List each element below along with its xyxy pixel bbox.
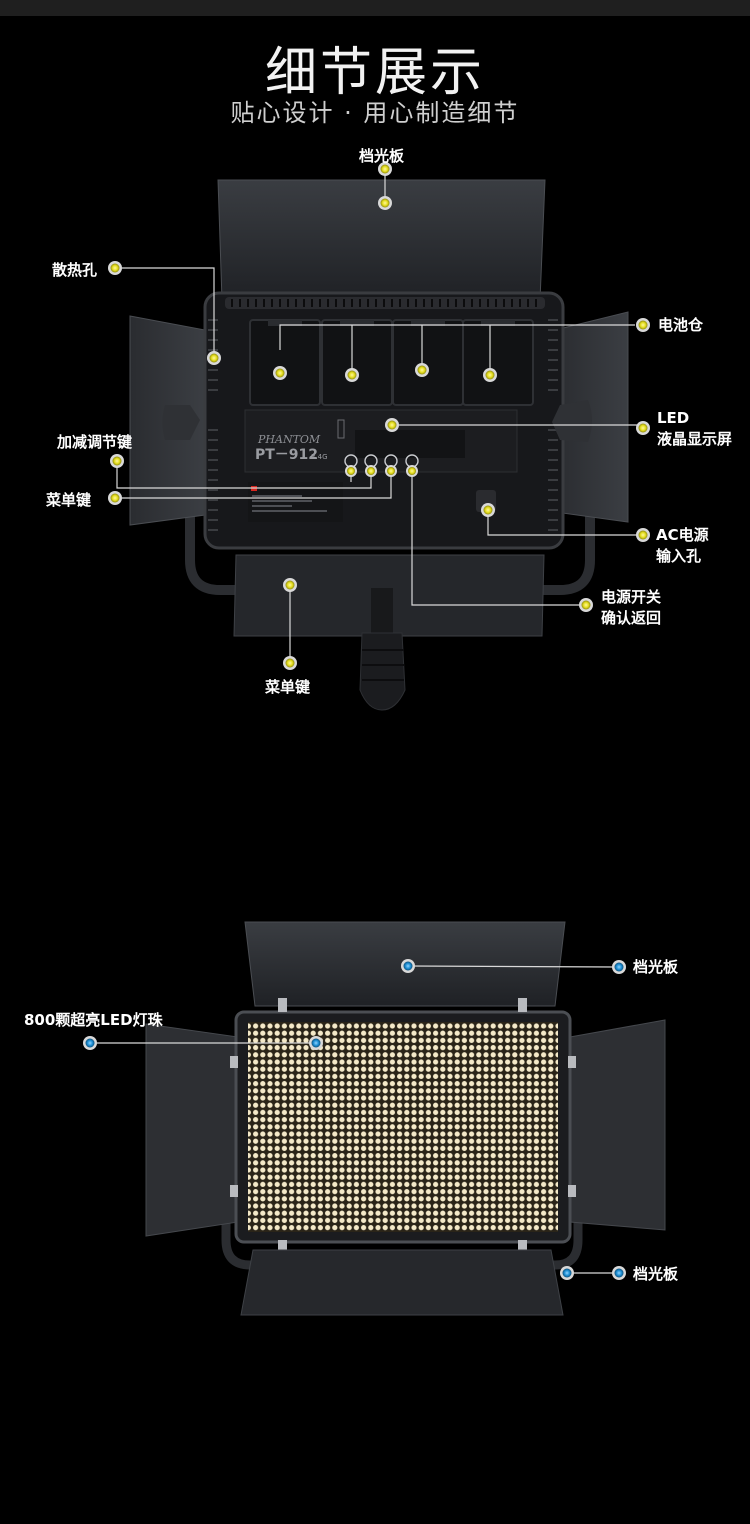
back-view-illustration: PHANTOM PT－912 2.4G [108, 162, 650, 711]
label-front-barn-door-top: 档光板 [633, 958, 679, 976]
battery-bays [249, 319, 534, 406]
vent-slots-left [208, 319, 218, 531]
label-front-barn-door-bottom: 档光板 [633, 1265, 679, 1283]
front-barn-door-left [145, 1023, 239, 1237]
callout-markers [108, 162, 650, 670]
front-view: 档光板 800颗超亮LED灯珠 档光板 [0, 900, 750, 1340]
front-barn-door-right [569, 1019, 666, 1231]
front-barn-door-bottom [240, 1249, 564, 1316]
front-view-illustration [83, 921, 666, 1316]
label-led-beads: 800颗超亮LED灯珠 [24, 1011, 163, 1029]
label-lcd-line2: 液晶显示屏 [657, 430, 733, 448]
knob-right [552, 400, 592, 442]
lcd-window [355, 430, 465, 458]
page-title: 细节展示 [264, 43, 485, 103]
label-menu-key-left: 菜单键 [46, 491, 92, 509]
sticker-lines [252, 495, 327, 512]
top-bar [0, 0, 750, 16]
front-callout-markers [83, 959, 626, 1280]
stand-neck [371, 588, 393, 633]
panel-model-suffix: 2.4G [311, 453, 328, 461]
label-barn-door-top: 档光板 [359, 147, 405, 165]
vent-slots-top [231, 299, 537, 307]
label-heat-vents: 散热孔 [52, 261, 98, 279]
label-power-line1: 电源开关 [601, 588, 662, 606]
lcd-indicator [337, 419, 345, 439]
label-ac-input-line1: AC电源 [656, 526, 709, 544]
label-power-line2: 确认返回 [601, 609, 662, 627]
label-ac-input: AC电源 输入孔 [656, 525, 709, 567]
label-power: 电源开关 确认返回 [601, 587, 661, 629]
knob-left [162, 405, 200, 440]
label-lcd: LED 液晶显示屏 [657, 408, 732, 450]
label-battery-bay: 电池仓 [658, 316, 704, 334]
label-lcd-line1: LED [657, 409, 690, 427]
front-callout-lines [90, 965, 618, 1274]
panel-model: PT－912 [255, 447, 318, 463]
stand-mount [359, 632, 406, 711]
label-menu-key-bottom: 菜单键 [265, 678, 311, 696]
label-adjust-keys: 加减调节键 [57, 433, 133, 451]
page-subtitle: 贴心设计 · 用心制造细节 [230, 99, 520, 127]
back-view: PHANTOM PT－912 2.4G [0, 0, 750, 760]
callout-lines [115, 170, 643, 663]
led-matrix [248, 1022, 558, 1232]
label-ac-input-line2: 输入孔 [656, 547, 702, 565]
stand-mount-ribs [362, 649, 404, 681]
hinges [230, 998, 576, 1254]
panel-brand: PHANTOM [257, 433, 321, 446]
vent-slots-right [548, 319, 558, 531]
battery-bay-tops [268, 320, 515, 326]
